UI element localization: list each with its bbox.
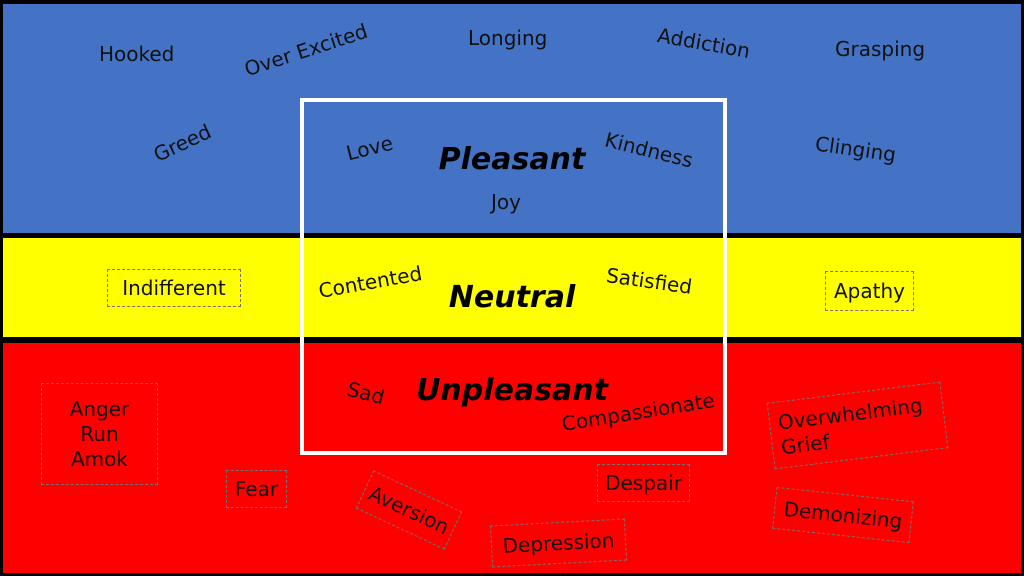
word-longing: Longing [468, 26, 548, 50]
boxed-word-indifferent: Indifferent [107, 269, 241, 307]
boxed-word-apathy: Apathy [825, 271, 914, 311]
word-fear: Fear [234, 476, 279, 501]
word-joy: Joy [491, 190, 521, 214]
neutral-band [3, 238, 1021, 337]
word-depression: Depression [502, 527, 615, 558]
boxed-word-fear: Fear [226, 470, 287, 508]
title-neutral: Neutral [448, 280, 576, 315]
word-grasping: Grasping [835, 37, 926, 61]
word-run: Run [80, 421, 119, 446]
word-amok: Amok [71, 446, 128, 471]
boxed-word-despair: Despair [597, 464, 690, 502]
boxed-word-anger-run-amok: Anger Run Amok [41, 383, 158, 485]
word-anger: Anger [69, 396, 130, 421]
word-apathy: Apathy [834, 278, 905, 303]
word-overwhelming: Overwhelming [776, 392, 924, 435]
word-grief: Grief [779, 429, 831, 459]
pleasant-band [3, 4, 1021, 233]
title-unpleasant: Unpleasant [416, 373, 608, 408]
boxed-word-depression: Depression [489, 518, 628, 568]
word-indifferent: Indifferent [122, 275, 226, 300]
unpleasant-band [3, 343, 1021, 573]
word-hooked: Hooked [99, 42, 175, 66]
word-demonizing: Demonizing [782, 496, 904, 533]
title-pleasant: Pleasant [438, 142, 586, 177]
word-despair: Despair [605, 470, 682, 495]
